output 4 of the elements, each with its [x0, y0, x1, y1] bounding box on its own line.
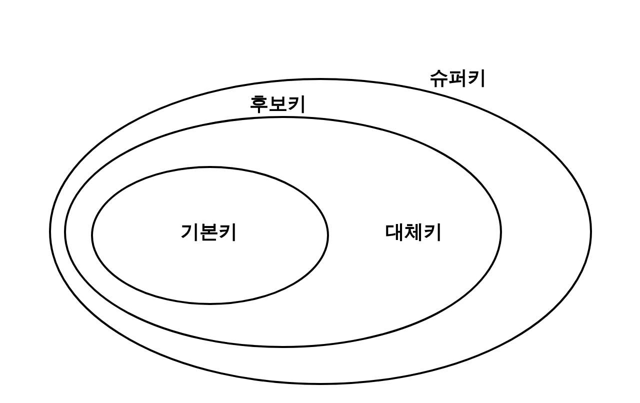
set-label: 후보키 [250, 92, 306, 117]
set-label: 슈퍼키 [430, 66, 486, 91]
set-label: 기본키 [180, 220, 238, 245]
set-label: 대체키 [386, 220, 442, 245]
